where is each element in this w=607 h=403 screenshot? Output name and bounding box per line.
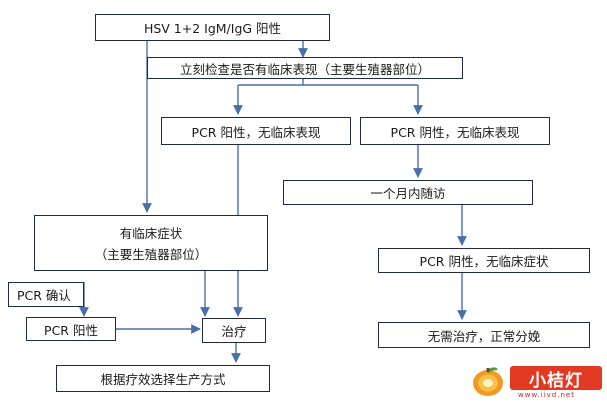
pcr-positive-no-symptoms-node: PCR 阳性，无临床表现 — [161, 117, 351, 145]
no-treatment-label: 无需治疗，正常分娩 — [427, 328, 541, 344]
treatment-node: 治疗 — [202, 318, 266, 343]
followup-label: 一个月内随访 — [370, 186, 446, 201]
clinical-symptoms-node: 有临床症状 （主要生殖器部位） — [34, 215, 268, 271]
hsv-positive-node: HSV 1+2 IgM/IgG 阳性 — [95, 14, 330, 41]
pcr-negative-no-symptoms-node: PCR 阴性，无临床表现 — [360, 117, 550, 145]
pcr-confirm-label: PCR 确认 — [17, 288, 71, 303]
treatment-label: 治疗 — [221, 324, 247, 339]
no-treatment-node: 无需治疗，正常分娩 — [378, 322, 590, 348]
hsv-positive-label: HSV 1+2 IgM/IgG 阳性 — [143, 21, 282, 36]
clinical-symptoms-sublabel: （主要生殖器部位） — [94, 247, 208, 262]
arrow-check-branch — [238, 79, 304, 86]
clinical-check-node: 立刻检查是否有临床表现（主要生殖器部位） — [147, 57, 463, 79]
pcr-positive-node: PCR 阳性 — [26, 317, 116, 341]
pcr-negative-no-clinical-label: PCR 阴性，无临床症状 — [419, 254, 549, 269]
pcr-confirm-node: PCR 确认 — [8, 282, 84, 307]
delivery-method-label: 根据疗效选择生产方式 — [100, 372, 226, 387]
pcr-positive-label: PCR 阳性 — [44, 322, 98, 338]
clinical-check-label: 立刻检查是否有临床表现（主要生殖器部位） — [179, 61, 430, 77]
followup-node: 一个月内随访 — [283, 180, 533, 205]
brand-name-badge: 小桔灯 — [510, 366, 602, 391]
pcr-positive-no-symptoms-label: PCR 阳性，无临床表现 — [191, 124, 321, 140]
delivery-method-node: 根据疗效选择生产方式 — [56, 365, 270, 392]
pcr-negative-no-clinical-node: PCR 阴性，无临床症状 — [378, 248, 590, 273]
orange-lantern-logo-icon — [473, 367, 503, 396]
clinical-symptoms-label: 有临床症状 — [119, 226, 183, 241]
brand-watermark: 小桔灯 www.iivd.net — [470, 362, 604, 400]
pcr-negative-no-symptoms-label: PCR 阴性，无临床表现 — [390, 124, 520, 140]
brand-url: www.iivd.net — [518, 391, 575, 399]
